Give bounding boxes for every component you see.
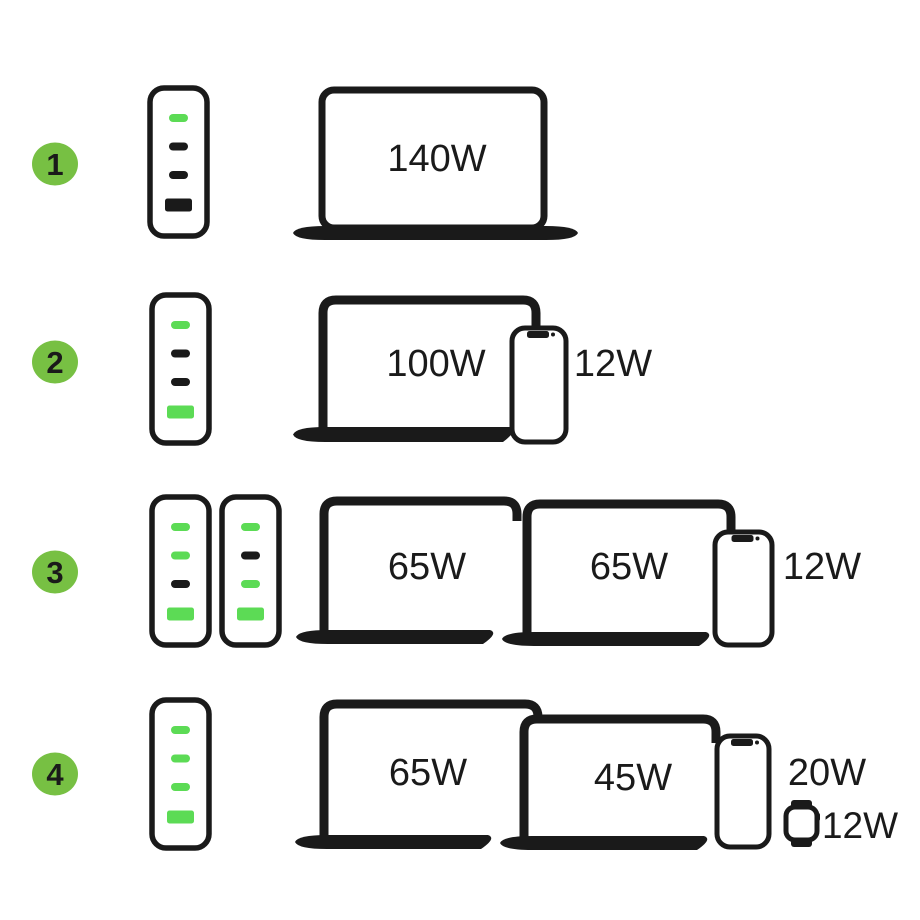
usb-c-port-indicator <box>169 142 188 151</box>
phone-camera-dot <box>755 740 759 745</box>
usb-c-port-indicator <box>241 580 260 588</box>
usb-c-port-indicator <box>241 551 260 560</box>
laptop-icon <box>319 496 522 634</box>
scenario-row-1: 1 140W <box>32 85 578 240</box>
charger-icon <box>149 494 212 648</box>
usb-a-port-indicator <box>237 607 264 621</box>
step-badge <box>32 340 78 384</box>
scenario-row-3: 3 65W 65W 12W <box>32 494 861 648</box>
phone-notch <box>731 739 753 746</box>
laptop-wattage-label: 65W <box>590 546 668 588</box>
laptop-base <box>293 427 514 442</box>
charger-icon <box>219 494 282 648</box>
usb-c-port-indicator <box>171 523 190 531</box>
laptop-base <box>295 835 492 849</box>
charger-icon <box>149 697 212 851</box>
laptop-screen <box>322 497 522 634</box>
laptop-base <box>296 630 494 644</box>
step-badge <box>32 550 78 594</box>
laptop-base <box>500 836 708 850</box>
charger-icon <box>147 85 210 239</box>
laptop-screen <box>321 296 541 430</box>
laptop-screen <box>322 700 543 838</box>
usb-c-port-indicator <box>169 171 188 179</box>
step-number: 1 <box>46 147 63 182</box>
usb-c-port-indicator <box>171 349 190 358</box>
phone-camera-dot <box>551 332 555 337</box>
usb-a-port-indicator <box>167 607 194 621</box>
step-badge <box>32 752 78 796</box>
usb-c-port-indicator <box>171 726 190 734</box>
usb-c-port-indicator <box>171 378 190 386</box>
scenario-row-2: 2 100W 12W <box>32 292 652 446</box>
laptop-icon <box>318 295 541 430</box>
phone-icon <box>509 325 569 445</box>
step-number: 2 <box>46 345 63 380</box>
usb-c-port-indicator <box>171 783 190 791</box>
laptop-base <box>293 226 578 240</box>
usb-a-port-indicator <box>167 810 194 824</box>
laptop-wattage-label: 45W <box>594 757 672 799</box>
scenario-row-4: 4 65W 45W 20W 12W <box>32 697 898 851</box>
laptop-wattage-label: 65W <box>388 546 466 588</box>
laptop-wattage-label: 100W <box>386 343 485 385</box>
step-number: 4 <box>46 757 64 792</box>
phone-camera-dot <box>755 536 760 541</box>
laptop-base <box>502 632 710 646</box>
usb-c-port-indicator <box>171 754 190 763</box>
laptop-icon <box>319 699 543 838</box>
phone-wattage-label: 12W <box>783 546 861 588</box>
step-badge <box>32 142 78 186</box>
usb-a-port-indicator <box>165 198 192 212</box>
phone-icon <box>714 733 772 850</box>
laptop-screen <box>522 715 721 841</box>
usb-c-port-indicator <box>169 114 188 122</box>
phone-wattage-label: 20W <box>788 752 866 794</box>
watch-wattage-label: 12W <box>822 805 898 846</box>
phone-notch <box>731 535 754 542</box>
phone-wattage-label: 12W <box>574 343 652 385</box>
phone-icon <box>712 529 775 648</box>
usb-c-port-indicator <box>171 551 190 560</box>
charger-icon <box>149 292 212 446</box>
step-number: 3 <box>46 555 63 590</box>
watch-icon <box>783 804 820 843</box>
laptop-screen <box>525 500 736 634</box>
laptop-wattage-label: 140W <box>387 138 486 180</box>
laptop-icon <box>519 714 721 841</box>
phone-notch <box>527 331 549 338</box>
usb-a-port-indicator <box>167 405 194 419</box>
usb-c-port-indicator <box>241 523 260 531</box>
laptop-wattage-label: 65W <box>389 752 467 794</box>
usb-c-port-indicator <box>171 580 190 588</box>
usb-c-port-indicator <box>171 321 190 329</box>
laptop-icon <box>522 499 736 634</box>
